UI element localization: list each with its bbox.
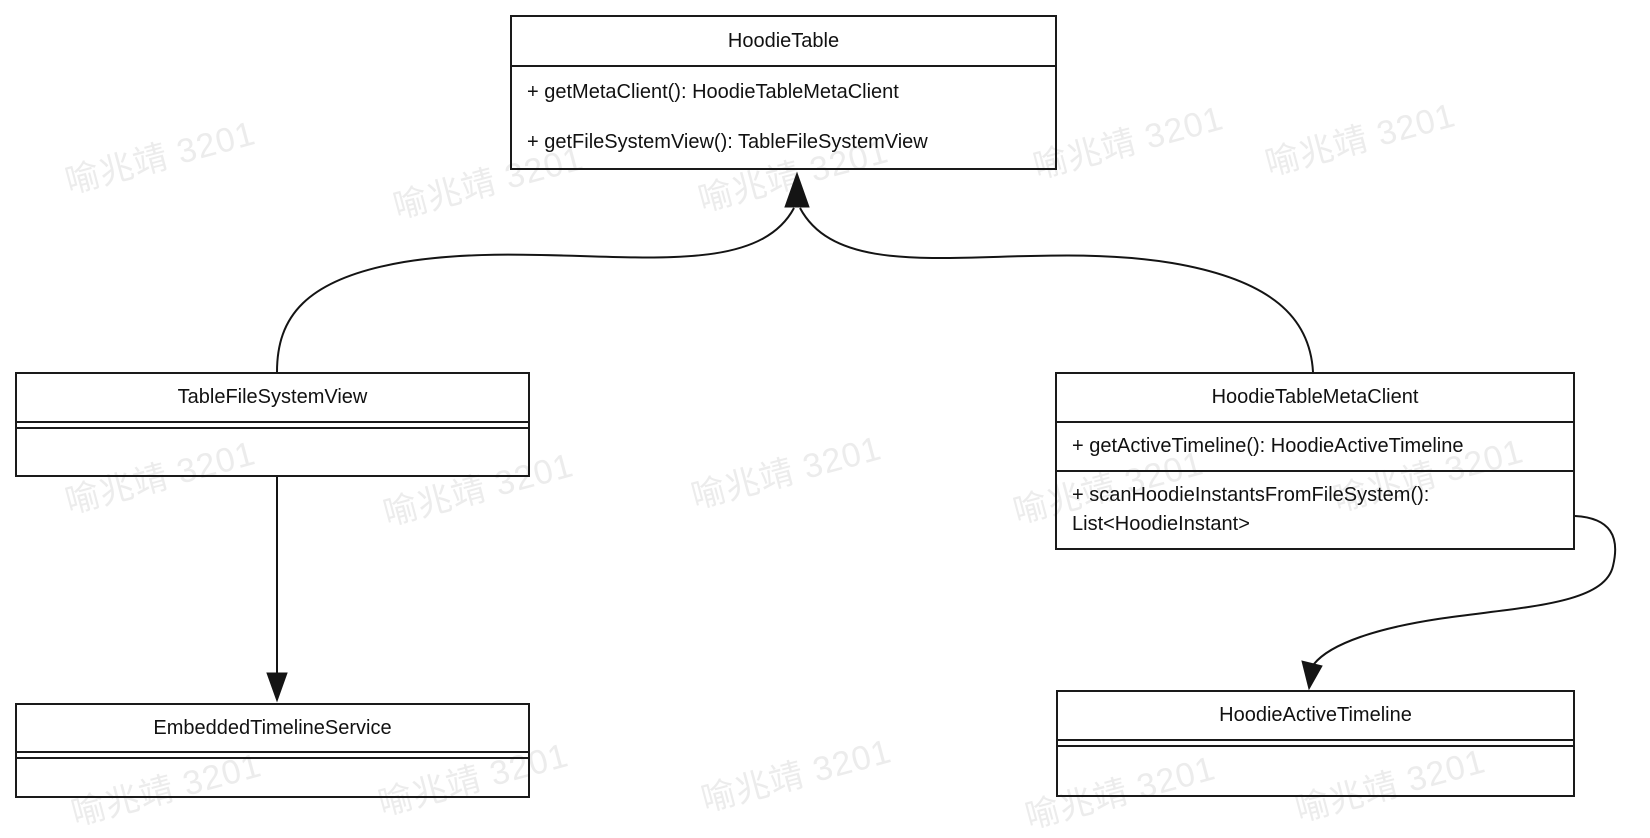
class-title: HoodieTable	[512, 17, 1055, 67]
class-box-hoodietable: HoodieTable + getMetaClient(): HoodieTab…	[510, 15, 1057, 170]
class-methods: + getActiveTimeline(): HoodieActiveTimel…	[1057, 423, 1573, 548]
class-method: + getMetaClient(): HoodieTableMetaClient	[527, 80, 899, 103]
class-box-tablefilesystemview: TableFileSystemView	[15, 372, 530, 477]
arrowhead-up-hoodietable	[784, 171, 810, 208]
arrowhead-down-hoodieactivetimeline	[1301, 660, 1323, 691]
class-box-embeddedtimelineservice: EmbeddedTimelineService	[15, 703, 530, 798]
empty-attributes-compartment	[17, 423, 528, 429]
class-box-hoodieactivetimeline: HoodieActiveTimeline	[1056, 690, 1575, 797]
class-title: TableFileSystemView	[17, 374, 528, 423]
empty-methods-compartment	[1058, 747, 1573, 795]
arrow-hoodietablemetaclient-to-hoodietable	[799, 207, 1314, 373]
arrow-tablefilesystemview-to-hoodietable	[276, 207, 795, 373]
class-box-hoodietablemetaclient: HoodieTableMetaClient + getActiveTimelin…	[1055, 372, 1575, 550]
class-method: + scanHoodieInstantsFromFileSystem(): Li…	[1057, 470, 1573, 548]
arrow-hoodietablemetaclient-to-hoodieactivetimeline	[1313, 515, 1617, 665]
arrowhead-down-embeddedtimelineservice	[266, 672, 288, 703]
empty-methods-compartment	[17, 759, 528, 796]
empty-methods-compartment	[17, 429, 528, 475]
class-methods: + getMetaClient(): HoodieTableMetaClient…	[512, 67, 1055, 168]
empty-attributes-compartment	[17, 753, 528, 759]
class-title: EmbeddedTimelineService	[17, 705, 528, 753]
class-method: + getActiveTimeline(): HoodieActiveTimel…	[1072, 435, 1464, 457]
class-title: HoodieActiveTimeline	[1058, 692, 1573, 741]
relationship-arrows	[266, 171, 1617, 703]
empty-attributes-compartment	[1058, 741, 1573, 747]
class-title: HoodieTableMetaClient	[1057, 374, 1573, 423]
class-method: + getFileSystemView(): TableFileSystemVi…	[527, 131, 928, 154]
